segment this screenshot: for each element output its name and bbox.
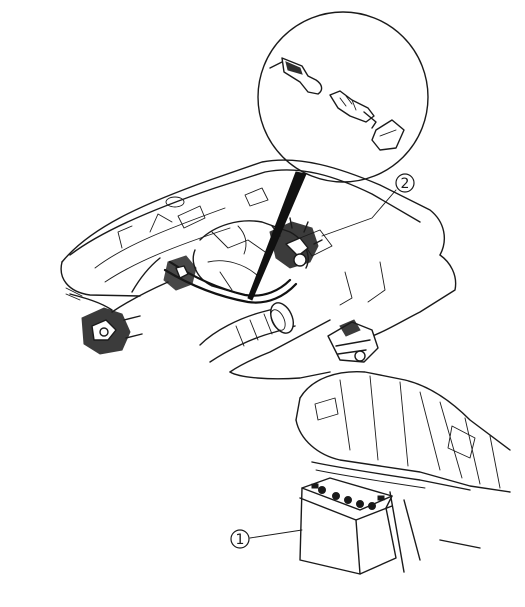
callout-2: 2: [395, 173, 415, 193]
callout-1: 1: [230, 529, 250, 549]
leader-lines: [249, 189, 397, 539]
intake-hose: [199, 302, 296, 363]
callout-1-label: 1: [236, 532, 245, 548]
battery: [299, 477, 397, 575]
starter-motor: [327, 319, 379, 363]
alternator: [81, 307, 143, 355]
engine-bay-outline: [60, 159, 457, 380]
wire-harness: [65, 255, 298, 313]
battery-tray: [311, 461, 481, 573]
detail-magnifier: [257, 11, 429, 183]
transmission: [295, 371, 511, 493]
magnifier-pointer: [247, 171, 307, 301]
callout-2-label: 2: [401, 176, 410, 192]
engine-block: [192, 220, 309, 295]
